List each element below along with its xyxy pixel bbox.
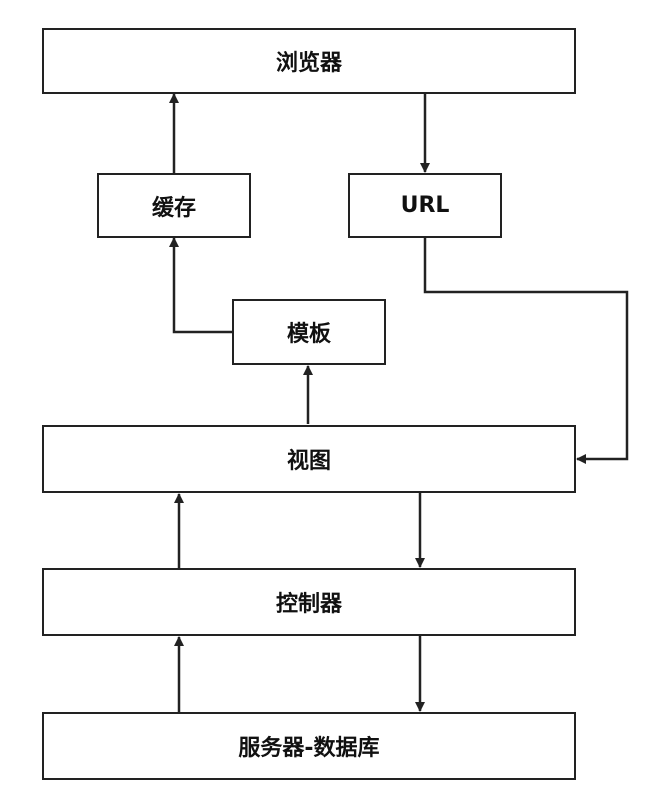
node-url-label: URL bbox=[400, 193, 450, 218]
edge-url-to-view bbox=[423, 238, 629, 464]
node-server-db: 服务器-数据库 bbox=[42, 712, 576, 780]
node-view-label: 视图 bbox=[286, 449, 331, 474]
node-browser: 浏览器 bbox=[42, 28, 576, 94]
node-cache: 缓存 bbox=[97, 173, 251, 238]
node-server-db-label: 服务器-数据库 bbox=[238, 736, 380, 761]
node-url: URL bbox=[348, 173, 502, 238]
edge-template-to-cache bbox=[169, 237, 233, 334]
node-template: 模板 bbox=[232, 299, 386, 365]
node-template-label: 模板 bbox=[286, 322, 331, 347]
node-controller: 控制器 bbox=[42, 568, 576, 636]
node-view: 视图 bbox=[42, 425, 576, 493]
node-browser-label: 浏览器 bbox=[275, 51, 342, 76]
node-cache-label: 缓存 bbox=[151, 195, 196, 221]
node-controller-label: 控制器 bbox=[275, 592, 342, 617]
